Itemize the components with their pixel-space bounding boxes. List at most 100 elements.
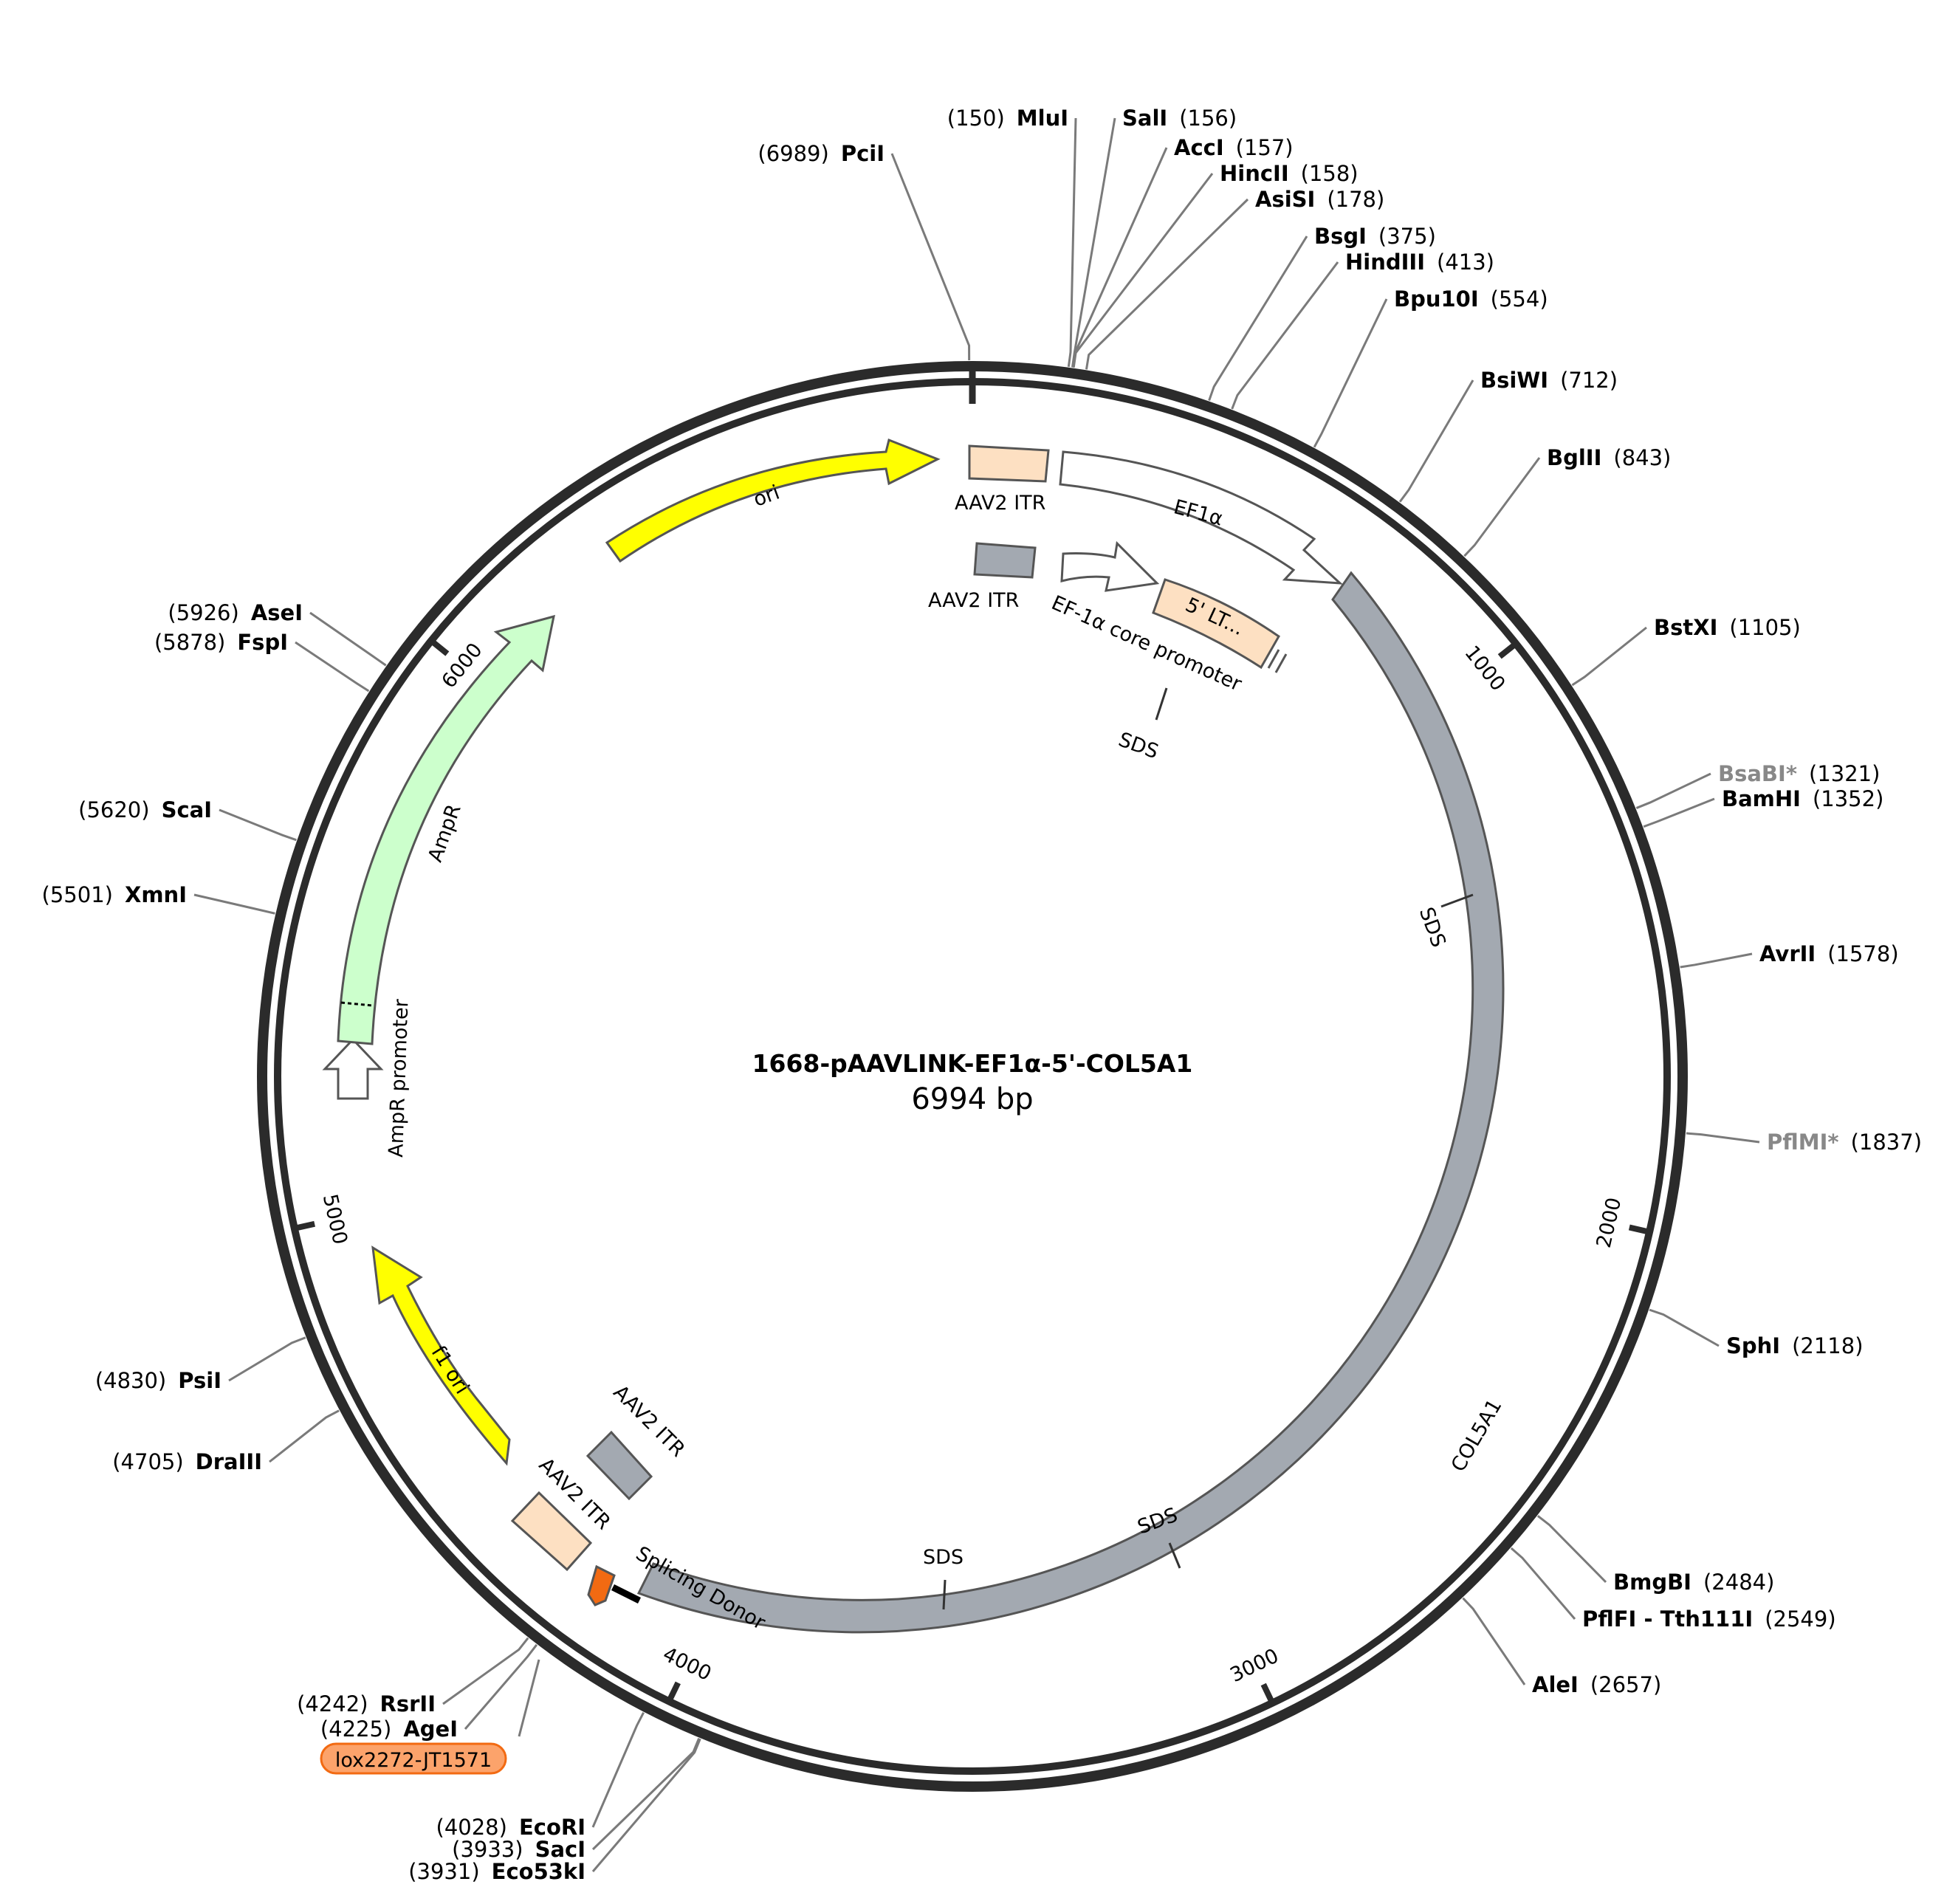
site-label[interactable]: BamHI (1352) — [1722, 786, 1883, 811]
site-label[interactable]: RsrII(4242) — [297, 1691, 436, 1716]
site-label[interactable]: SphI(2118) — [1726, 1333, 1864, 1358]
site-name: FspI — [237, 630, 288, 655]
lox-badge[interactable]: lox2272-JT1571 — [320, 1742, 507, 1775]
site-label[interactable]: BstXI (1105) — [1654, 615, 1801, 640]
site-label[interactable]: ScaI(5620) — [78, 797, 212, 822]
site-leader — [269, 1409, 340, 1463]
site-leader — [1085, 198, 1249, 370]
site-position: (5926) — [168, 600, 238, 625]
site-leader — [464, 1643, 538, 1730]
site-leader — [1643, 797, 1715, 828]
site-label[interactable]: AsiSI(178) — [1255, 187, 1384, 212]
site-label[interactable]: SalI(156) — [1122, 106, 1237, 131]
site-leader — [219, 808, 297, 842]
site-label[interactable]: HincII(158) — [1220, 161, 1359, 186]
site-label[interactable]: PsiI (4830) — [95, 1368, 221, 1393]
site-name: BsaBI* — [1718, 761, 1797, 786]
site-leader — [1398, 379, 1474, 503]
site-name: BsiWI — [1480, 368, 1548, 393]
site-leader — [442, 1637, 529, 1705]
site-label[interactable]: HindIII(413) — [1345, 250, 1494, 275]
site-label[interactable]: BsiWI(712) — [1480, 368, 1618, 393]
site-name: RsrII — [380, 1691, 436, 1716]
site-label[interactable]: BmgBI(2484) — [1613, 1570, 1774, 1595]
site-label[interactable]: Bpu10I (554) — [1394, 286, 1548, 312]
feature-f1-ori[interactable] — [371, 1245, 511, 1466]
feature-aav2-itr-top[interactable] — [968, 444, 1050, 483]
site-position: (1578) — [1827, 941, 1898, 966]
site-position: (5878) — [154, 630, 225, 655]
feature-ori[interactable] — [605, 438, 941, 563]
feature-aav2-itr-grey-top[interactable] — [973, 542, 1037, 579]
site-leader — [193, 893, 275, 915]
site-leader — [295, 641, 370, 692]
site-label[interactable]: BglII (843) — [1547, 445, 1671, 470]
site-name: BglII — [1547, 445, 1601, 470]
feature-5-ltr[interactable] — [1152, 578, 1280, 670]
site-label[interactable]: AvrII(1578) — [1759, 941, 1899, 966]
feature-ampr-promoter[interactable] — [322, 1037, 384, 1100]
site-label[interactable]: AseI(5926) — [168, 600, 303, 625]
site-name: BamHI — [1722, 786, 1801, 811]
feature-ef1a-core[interactable] — [1060, 540, 1160, 592]
tick-mark — [667, 1681, 681, 1700]
site-label[interactable]: SacI(3933) — [452, 1837, 585, 1862]
site-position: (4830) — [95, 1368, 166, 1393]
site-labels: PciI(6989)MluI(150)SalI(156)AccI(157)Hin… — [42, 106, 1922, 1884]
site-position: (3933) — [452, 1837, 523, 1862]
site-label[interactable]: DraIII(4705) — [112, 1449, 262, 1474]
sds-tick — [1155, 687, 1168, 721]
site-position: (1352) — [1813, 786, 1883, 811]
sds-label: SDS — [1415, 904, 1450, 950]
feature-aav2-itr-grey-bottom[interactable] — [585, 1430, 653, 1501]
sds-tick — [1440, 893, 1474, 908]
site-leader — [591, 1737, 701, 1851]
site-position: (1105) — [1729, 615, 1800, 640]
site-label[interactable]: AleI(2657) — [1532, 1672, 1661, 1697]
site-name: PflFI - Tth111I — [1582, 1606, 1753, 1632]
tick-mark — [1497, 643, 1516, 659]
site-position: (158) — [1301, 161, 1359, 186]
site-label[interactable]: EcoRI(4028) — [436, 1815, 585, 1840]
tick-label: 1000 — [1460, 642, 1509, 695]
site-name: Eco53kI — [492, 1859, 585, 1884]
site-position: (843) — [1613, 445, 1671, 470]
sds-tick — [1168, 1542, 1181, 1569]
feature-ef1a[interactable] — [1059, 450, 1344, 585]
site-label[interactable]: Eco53kI(3931) — [408, 1859, 585, 1884]
site-leader — [1463, 457, 1541, 557]
site-leader — [890, 153, 971, 361]
site-label[interactable]: MluI(150) — [947, 106, 1068, 131]
site-label[interactable]: BsgI (375) — [1314, 224, 1436, 249]
feature-aav2-itr-bottom[interactable] — [510, 1491, 593, 1572]
site-label[interactable]: PflMI*(1837) — [1767, 1130, 1922, 1155]
site-name: BstXI — [1654, 615, 1717, 640]
site-name: DraIII — [196, 1449, 262, 1474]
site-label[interactable]: PflFI - Tth111I(2549) — [1582, 1606, 1836, 1632]
site-label[interactable]: AgeI(4225) — [320, 1716, 458, 1742]
site-leader — [1536, 1515, 1607, 1584]
site-position: (375) — [1378, 224, 1436, 249]
feature-col5a1[interactable] — [636, 571, 1505, 1634]
site-position: (554) — [1491, 286, 1548, 312]
site-label[interactable]: AccI(157) — [1174, 135, 1294, 160]
site-name: BsgI — [1314, 224, 1367, 249]
site-label[interactable]: PciI(6989) — [758, 141, 885, 166]
features: ori AAV2 ITR EF1α AAV2 ITR EF-1α core pr… — [322, 438, 1507, 1635]
site-label[interactable]: BsaBI*(1321) — [1718, 761, 1880, 786]
site-name: Bpu10I — [1394, 286, 1479, 312]
site-name: PsiI — [178, 1368, 221, 1393]
site-leader — [591, 1712, 645, 1828]
site-position: (1837) — [1851, 1130, 1922, 1155]
site-position: (4028) — [436, 1815, 507, 1840]
site-leader — [1071, 147, 1168, 368]
tick-label: 4000 — [659, 1643, 715, 1685]
ltr-break-mark-2 — [1274, 653, 1288, 673]
site-leader — [1649, 1308, 1720, 1347]
lox-leader — [518, 1659, 540, 1737]
site-label[interactable]: FspI (5878) — [154, 630, 288, 655]
feature-ampr[interactable] — [337, 614, 555, 1045]
site-label[interactable]: XmnI(5501) — [42, 882, 187, 907]
feature-splicing-donor[interactable] — [587, 1564, 616, 1606]
